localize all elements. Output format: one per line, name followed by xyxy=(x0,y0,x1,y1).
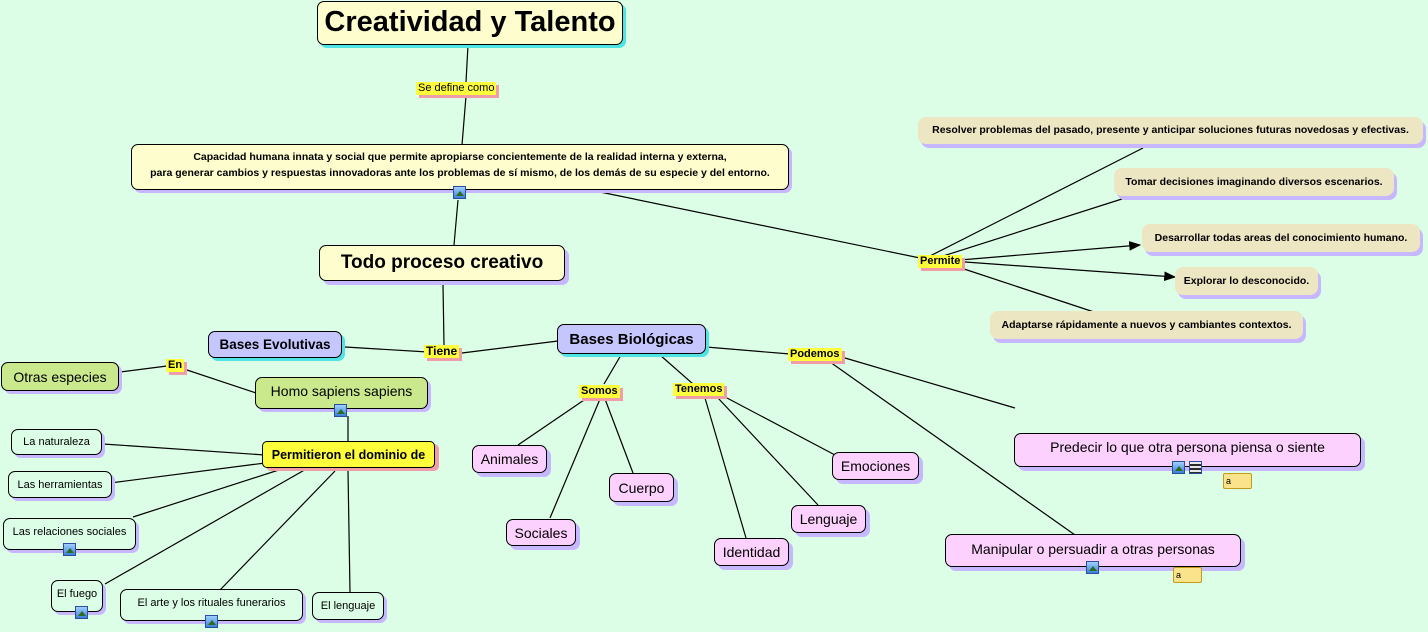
bases-biologicas-node[interactable]: Bases Biológicas xyxy=(557,324,706,354)
film-icon[interactable] xyxy=(1189,461,1202,474)
link-label-somos: Somos xyxy=(579,385,620,398)
tenemos-item-identidad[interactable]: Identidad xyxy=(714,538,789,566)
image-icon[interactable] xyxy=(1172,461,1185,474)
otras-especies-node[interactable]: Otras especies xyxy=(1,362,119,391)
homo-sapiens-node[interactable]: Homo sapiens sapiens xyxy=(255,377,428,409)
tenemos-item-lenguaje[interactable]: Lenguaje xyxy=(791,505,866,533)
permite-item-2[interactable]: Tomar decisiones imaginando diversos esc… xyxy=(1114,168,1394,196)
bases-evolutivas-node[interactable]: Bases Evolutivas xyxy=(208,331,342,358)
image-icon[interactable] xyxy=(453,186,466,199)
permite-item-1[interactable]: Resolver problemas del pasado, presente … xyxy=(918,117,1423,144)
dominio-item-relaciones[interactable]: Las relaciones sociales xyxy=(3,518,136,550)
permite-item-4[interactable]: Explorar lo desconocido. xyxy=(1175,267,1318,295)
dominio-node[interactable]: Permitieron el dominio de xyxy=(262,441,435,468)
permite-item-5[interactable]: Adaptarse rápidamente a nuevos y cambian… xyxy=(990,311,1303,339)
definition-node[interactable]: Capacidad humana innata y social que per… xyxy=(131,144,789,190)
link-label-permite: Permite xyxy=(918,255,963,268)
note-icon[interactable]: a xyxy=(1173,567,1202,583)
image-icon[interactable] xyxy=(1086,561,1099,574)
somos-item-sociales[interactable]: Sociales xyxy=(506,519,576,546)
image-icon[interactable] xyxy=(205,615,218,628)
link-label-tenemos: Tenemos xyxy=(673,383,725,396)
note-icon[interactable]: a xyxy=(1223,473,1252,489)
podemos-item-predecir[interactable]: Predecir lo que otra persona piensa o si… xyxy=(1014,433,1361,467)
definition-line-2: para generar cambios y respuestas innova… xyxy=(150,167,770,179)
link-label-en: En xyxy=(166,359,185,372)
link-label-tiene: Tiene xyxy=(424,344,460,358)
image-icon[interactable] xyxy=(75,606,88,619)
tenemos-item-emociones[interactable]: Emociones xyxy=(832,452,919,480)
process-node[interactable]: Todo proceso creativo xyxy=(319,245,565,281)
dominio-item-naturaleza[interactable]: La naturaleza xyxy=(11,429,102,455)
dominio-item-herramientas[interactable]: Las herramientas xyxy=(8,471,112,498)
definition-line-1: Capacidad humana innata y social que per… xyxy=(193,151,727,163)
link-label-define: Se define como xyxy=(416,82,497,95)
image-icon[interactable] xyxy=(63,543,76,556)
image-icon[interactable] xyxy=(334,404,347,417)
permite-item-3[interactable]: Desarrollar todas areas del conocimiento… xyxy=(1142,224,1420,252)
link-label-podemos: Podemos xyxy=(788,348,842,361)
dominio-item-lenguaje[interactable]: El lenguaje xyxy=(312,592,384,620)
somos-item-cuerpo[interactable]: Cuerpo xyxy=(609,473,674,502)
map-title[interactable]: Creatividad y Talento xyxy=(317,1,623,45)
somos-item-animales[interactable]: Animales xyxy=(472,445,547,473)
